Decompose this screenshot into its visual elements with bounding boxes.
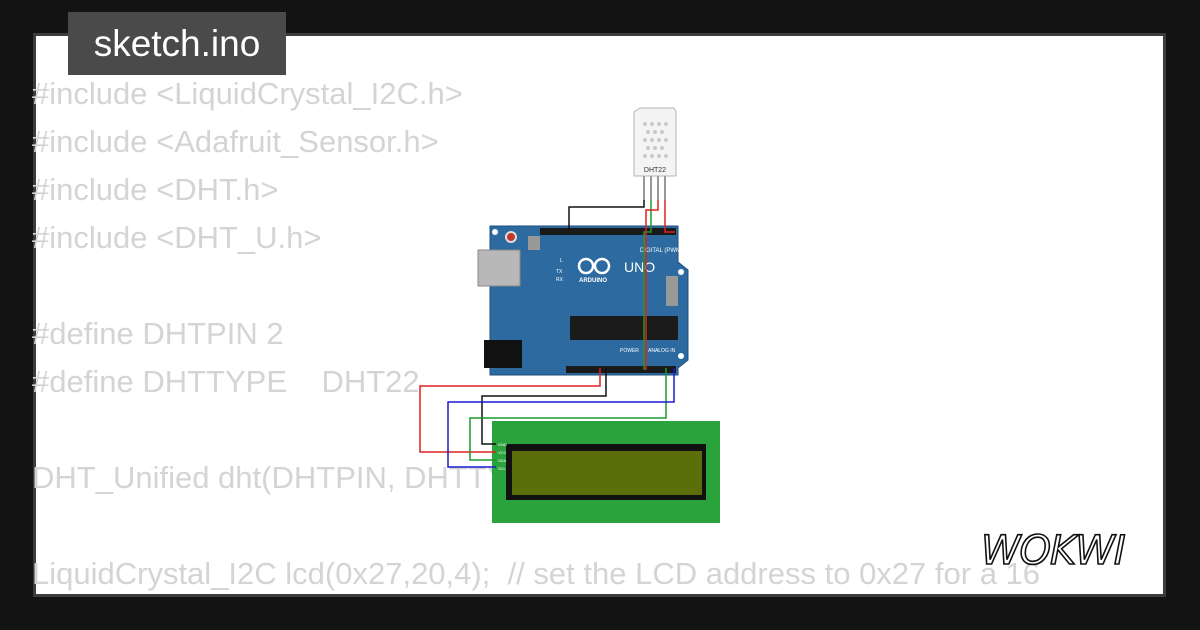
l-label: L <box>560 258 563 264</box>
digital-label: DIGITAL (PWM ~) <box>640 248 688 254</box>
lcd-pin-scl: SCL <box>498 466 507 471</box>
usb-port <box>477 249 521 287</box>
power-jack <box>484 340 522 368</box>
code-line: #define DHTPIN 2 <box>32 316 284 351</box>
uno-label: UNO <box>624 259 655 275</box>
wokwi-logo: WOKWI <box>980 527 1126 575</box>
code-line: #include <DHT.h> <box>32 172 279 207</box>
wire-dht-gnd[interactable] <box>568 200 645 230</box>
code-line: #include <Adafruit_Sensor.h> <box>32 124 439 159</box>
digital-header <box>540 228 676 235</box>
tx-label: TX <box>556 269 563 275</box>
power-label: POWER <box>620 348 639 354</box>
wire-dht-vcc-b[interactable] <box>645 200 659 370</box>
reset-button[interactable] <box>505 231 517 243</box>
code-line: #define DHTTYPE DHT22 <box>32 364 420 399</box>
dht-label: DHT22 <box>644 167 666 174</box>
wire-dht-data[interactable] <box>643 200 652 370</box>
analog-label: ANALOG IN <box>648 348 676 354</box>
on-label: ON <box>692 270 700 276</box>
dht22-sensor[interactable]: DHT22 <box>633 107 677 200</box>
arduino-logo: UNO ARDUINO <box>577 257 655 284</box>
arduino-label: ARDUINO <box>579 278 607 284</box>
code-line: LiquidCrystal_I2C lcd(0x27,20,4); // set… <box>32 556 1041 591</box>
code-editor: #include <LiquidCrystal_I2C.h> #include <… <box>32 70 1040 598</box>
file-tab[interactable]: sketch.ino <box>68 12 286 75</box>
lcd-screen <box>512 451 702 495</box>
code-line: #include <DHT_U.h> <box>32 220 322 255</box>
code-line: #include <LiquidCrystal_I2C.h> <box>32 76 463 111</box>
sensor-grille <box>643 122 668 158</box>
rx-label: RX <box>556 277 564 283</box>
lcd-1602-i2c[interactable]: GND VCC SDA SCL <box>492 421 720 523</box>
lcd-pin-sda: SDA <box>498 458 507 463</box>
wire-lcd-scl[interactable] <box>447 368 675 468</box>
arduino-uno-board[interactable]: DIGITAL (PWM ~) UNO ARDUINO TX RX L ON P… <box>477 225 700 376</box>
wire-lcd-gnd[interactable] <box>481 368 607 445</box>
lcd-pin-gnd: GND <box>498 442 507 447</box>
dht-pins <box>643 176 666 200</box>
wokwi-logo-text: WOKWI <box>981 528 1125 574</box>
wire-lcd-vcc[interactable] <box>419 368 601 453</box>
file-tab-label: sketch.ino <box>93 22 261 64</box>
atmega-chip <box>570 316 678 340</box>
analog-power-header <box>566 366 676 373</box>
lcd-pin-vcc: VCC <box>498 450 507 455</box>
wire-dht-vcc-a[interactable] <box>664 200 675 233</box>
